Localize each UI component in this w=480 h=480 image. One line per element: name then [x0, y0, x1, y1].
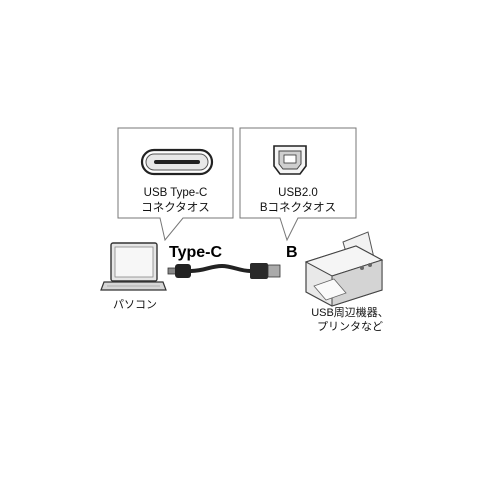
callout-right-line2: Bコネクタオス [259, 202, 337, 214]
laptop-icon [100, 242, 167, 291]
type-c-label: Type-C [169, 244, 223, 261]
callout-right-box [239, 127, 357, 242]
usb-cable-icon [167, 263, 281, 279]
pc-label: パソコン [113, 299, 157, 311]
usb-type-c-port-icon [140, 148, 214, 176]
callout-left-line1: USB Type-C [143, 187, 208, 199]
callout-right-line1: USB2.0 [278, 187, 318, 199]
b-label: B [286, 244, 298, 261]
printer-icon [304, 231, 384, 307]
callout-left-text: USB Type-C コネクタオス [118, 186, 233, 216]
callout-left-line2: コネクタオス [141, 202, 210, 214]
callout-right-text: USB2.0 Bコネクタオス [240, 186, 356, 216]
device-label: USB周辺機器、 プリンタなど [300, 306, 400, 334]
device-label-line2: プリンタなど [317, 321, 383, 333]
callout-left-box [117, 127, 234, 242]
usb-b-port-icon [273, 145, 307, 175]
device-label-line1: USB周辺機器、 [311, 307, 389, 319]
